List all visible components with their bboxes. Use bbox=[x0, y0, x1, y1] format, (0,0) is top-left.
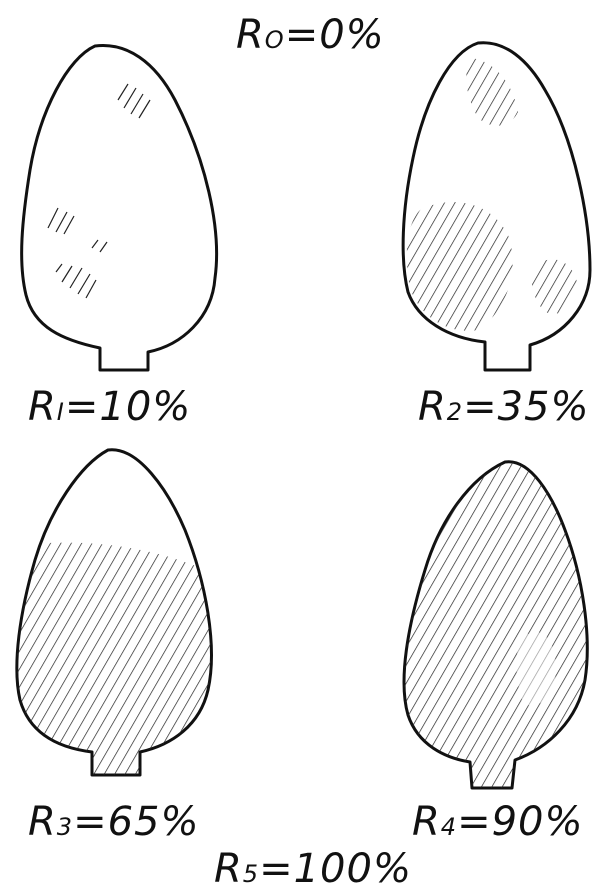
label-r3: R3=65% bbox=[28, 799, 200, 845]
label-r0: RO=0% bbox=[236, 12, 385, 58]
label-r2: R2=35% bbox=[418, 384, 590, 430]
leaf-r4-shading bbox=[390, 455, 600, 800]
label-r1: RI=10% bbox=[28, 384, 191, 430]
leaf-r3 bbox=[0, 450, 230, 800]
leaf-r1 bbox=[22, 45, 217, 370]
label-r4: R4=90% bbox=[412, 799, 584, 845]
leaf-r4 bbox=[390, 455, 600, 800]
label-r5: R5=100% bbox=[214, 846, 412, 891]
leaf-r3-shading bbox=[0, 543, 230, 800]
leaf-r2 bbox=[403, 43, 590, 370]
